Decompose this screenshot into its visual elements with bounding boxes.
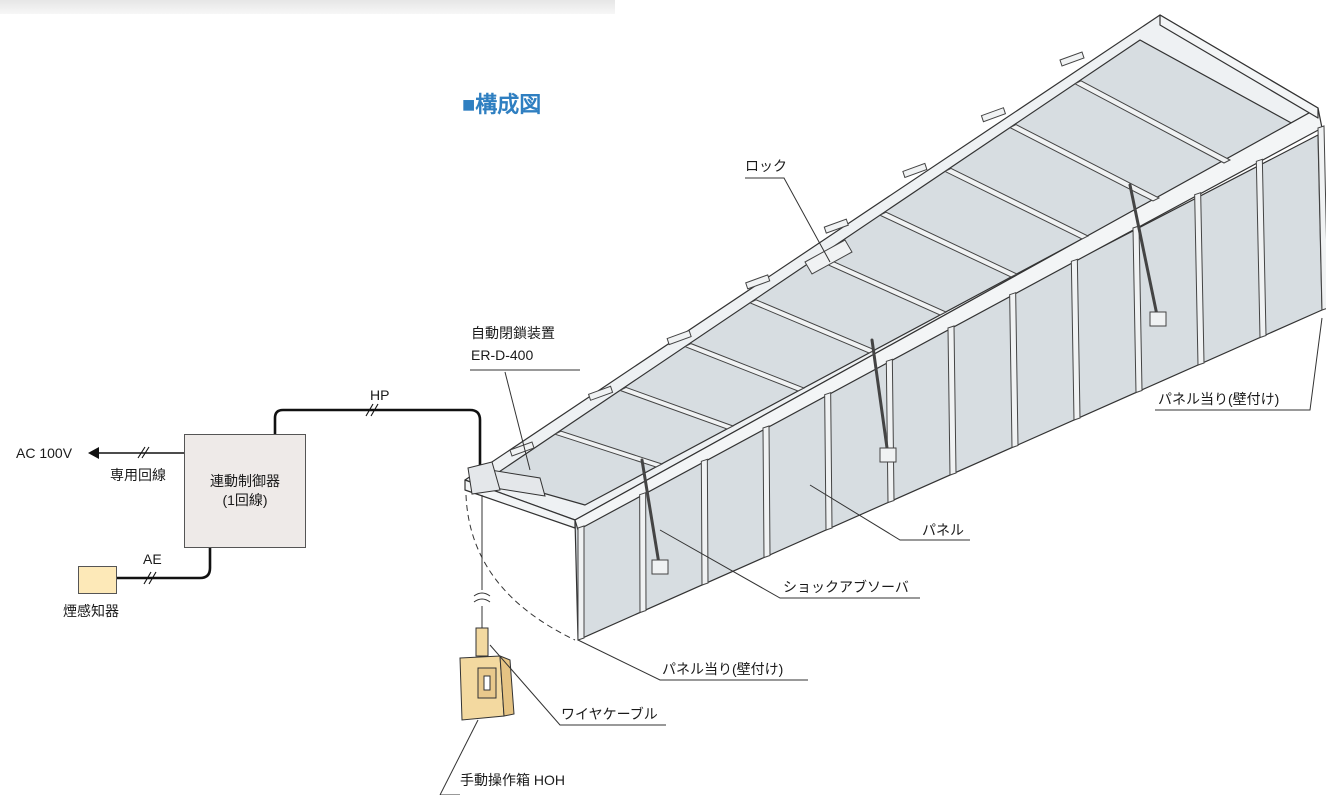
top-bracket <box>902 162 928 179</box>
shock-absorbers <box>640 183 1160 572</box>
lock-label: ロック <box>745 158 787 174</box>
lock-bracket <box>804 239 853 275</box>
manual-box-label: 手動操作箱 HOH <box>460 772 565 788</box>
damper-structure <box>464 14 1323 641</box>
back-rail <box>1159 14 1319 119</box>
leader-lines <box>439 177 1323 795</box>
top-bracket <box>1059 51 1085 67</box>
controller-sublabel: (1回線) <box>222 492 268 508</box>
wire-cable-label: ワイヤケーブル <box>561 706 658 722</box>
panel-divider-bar <box>683 343 806 392</box>
panel-divider-bar <box>1008 124 1161 202</box>
panel-divider-bar <box>943 167 1090 240</box>
panel-divider-bar <box>618 386 735 430</box>
closer-model-label: ER-D-400 <box>471 347 534 363</box>
top-bracket <box>666 329 692 346</box>
top-bracket <box>980 107 1007 123</box>
ac-label: AC 100V <box>16 445 73 461</box>
top-brackets <box>509 51 1085 457</box>
side-post <box>1317 125 1326 311</box>
shock-absorber-label: ショックアブソーバ <box>783 579 909 595</box>
panel-dividers <box>553 80 1232 468</box>
side-post <box>885 358 895 504</box>
wire-cable <box>473 495 491 640</box>
hp-cable <box>273 408 482 480</box>
side-post <box>700 458 709 586</box>
panel-divider-bar <box>1073 80 1232 164</box>
side-post <box>762 425 771 559</box>
ae-cable <box>115 546 212 580</box>
cable-slash-marks <box>137 403 379 585</box>
diagram-title: ■構成図 <box>462 92 542 117</box>
ae-label: AE <box>143 551 162 567</box>
panel-label: パネル <box>922 522 964 538</box>
dedicated-line-label: 専用回線 <box>110 467 166 483</box>
closer-name-label: 自動閉鎖装置 <box>471 325 555 341</box>
closer-device <box>467 461 546 497</box>
side-post <box>824 391 833 531</box>
side-posts <box>577 125 1326 641</box>
side-post <box>1132 225 1143 394</box>
smoke-detector-icon <box>78 566 117 594</box>
panel-divider-bar <box>553 430 664 468</box>
controller-box: 連動制御器 (1回線) <box>184 434 306 548</box>
top-shadow-bar <box>0 0 615 14</box>
panel-divider-bar <box>748 299 877 354</box>
top-bracket <box>587 385 614 401</box>
smoke-detector-label: 煙感知器 <box>63 603 119 619</box>
hp-label: HP <box>370 387 390 403</box>
panel-stop-right-label: パネル当り(壁付け) <box>1158 391 1280 407</box>
top-bracket <box>509 441 535 457</box>
side-post <box>639 491 647 614</box>
top-bracket <box>745 274 771 290</box>
side-post <box>1194 191 1205 366</box>
controller-label: 連動制御器 <box>210 473 280 490</box>
panel-stop-bottom-label: パネル当り(壁付け) <box>662 661 784 677</box>
front-rail <box>464 479 576 529</box>
manual-box-icon <box>459 627 515 721</box>
side-post <box>1255 158 1267 339</box>
side-post <box>577 525 585 641</box>
ac-arrow-head <box>88 447 99 459</box>
side-post <box>1070 258 1081 421</box>
top-bracket <box>823 218 849 234</box>
side-post <box>1009 291 1019 449</box>
swing-arc <box>465 494 576 641</box>
panel-divider-bar <box>878 211 1019 278</box>
side-post <box>947 325 957 476</box>
